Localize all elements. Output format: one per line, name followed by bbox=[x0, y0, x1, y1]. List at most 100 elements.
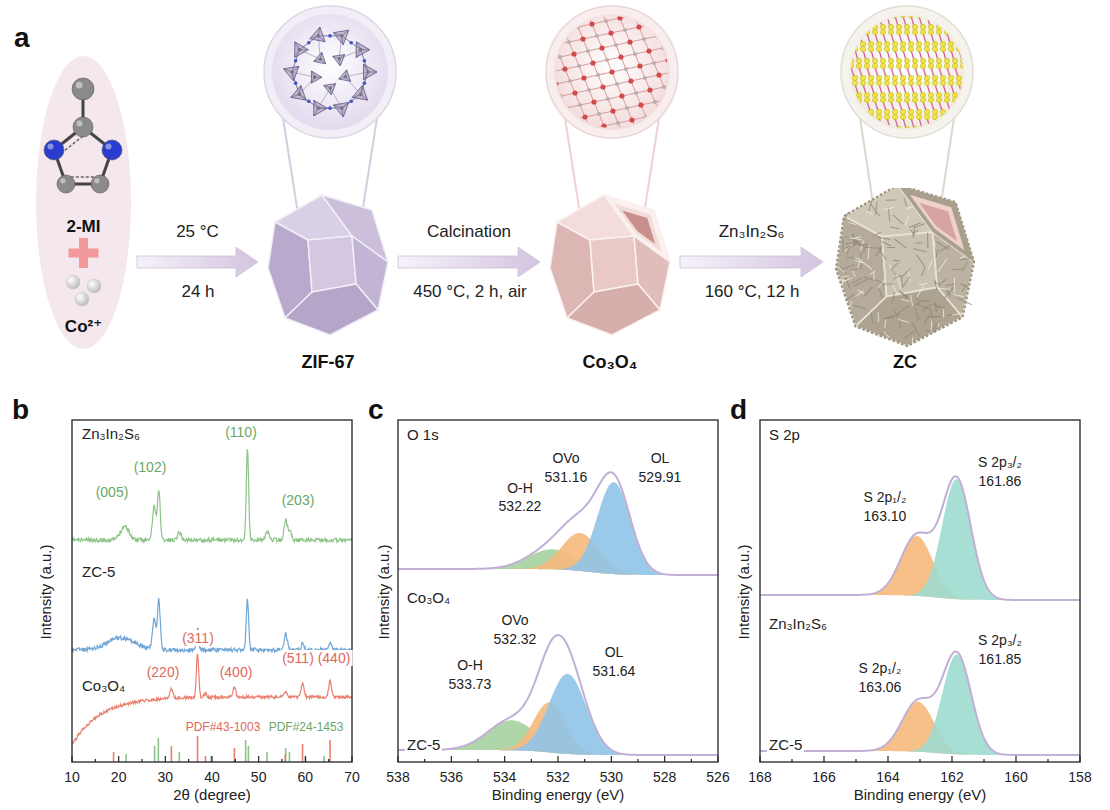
lattice-bond bbox=[615, 3, 629, 6]
sulfur-atom bbox=[952, 92, 957, 97]
cobalt-tetrahedron bbox=[324, 84, 336, 95]
lattice-bond bbox=[676, 3, 690, 6]
nanosheet-stroke bbox=[912, 323, 919, 337]
lattice-bond bbox=[573, 15, 578, 27]
polyhedron-face bbox=[567, 284, 660, 335]
sulfur-atom bbox=[952, 126, 957, 131]
lattice-bond bbox=[698, 129, 712, 132]
lattice-atom bbox=[549, 70, 553, 74]
lattice-bond bbox=[586, 153, 600, 156]
lattice-bond bbox=[503, 30, 508, 42]
axis-title: 2θ (degree) bbox=[171, 786, 253, 803]
sulfur-atom bbox=[956, 12, 961, 17]
lattice-atom bbox=[598, 6, 603, 11]
lattice-bond bbox=[667, 18, 681, 21]
lattice-bond bbox=[536, 33, 550, 36]
lattice-atom bbox=[617, 15, 622, 20]
core-level-label: O 1s bbox=[405, 426, 441, 443]
metal-sulfur-bond bbox=[967, 84, 970, 94]
sulfur-atom bbox=[984, 126, 989, 131]
lattice-atom bbox=[681, 94, 685, 98]
carbon-atom bbox=[297, 93, 301, 97]
lattice-bond bbox=[688, 108, 693, 120]
lattice-bond bbox=[679, 120, 693, 123]
lattice-atom bbox=[719, 112, 723, 116]
sulfur-atom bbox=[880, 24, 885, 29]
lattice-bond bbox=[629, 0, 643, 3]
xps-envelope bbox=[398, 635, 718, 755]
lattice-atom bbox=[626, 145, 630, 149]
lattice-atom bbox=[663, 124, 667, 128]
nanosheet-stroke bbox=[871, 313, 872, 323]
sulfur-atom bbox=[864, 97, 869, 102]
sulfur-atom bbox=[924, 75, 929, 80]
nanosheet-stroke bbox=[855, 257, 863, 260]
nanosheet-stroke bbox=[875, 280, 882, 283]
sulfur-atom bbox=[920, 92, 925, 97]
lattice-bond bbox=[643, 0, 648, 12]
lattice-atom bbox=[624, 67, 628, 71]
nanosheet-stroke bbox=[928, 260, 932, 269]
lattice-bond bbox=[716, 99, 730, 102]
nanosheet-stroke bbox=[890, 227, 899, 229]
sulfur-atom bbox=[892, 46, 897, 51]
sulfur-atom bbox=[884, 12, 889, 17]
bubble-fill bbox=[554, 14, 670, 130]
sulfur-atom bbox=[932, 114, 937, 119]
lattice-bond bbox=[681, 18, 686, 30]
lattice-atom bbox=[623, 28, 627, 32]
cutaway-rim bbox=[898, 188, 974, 262]
sulfur-atom bbox=[892, 75, 897, 80]
sulfur-atom bbox=[900, 80, 905, 85]
sulfur-atom bbox=[968, 63, 973, 68]
lattice-bond bbox=[562, 132, 576, 135]
lattice-atom bbox=[511, 52, 515, 56]
sulfur-atom bbox=[884, 41, 889, 46]
process-arrow bbox=[680, 247, 823, 277]
precursor-group-shape bbox=[35, 55, 132, 350]
sulfur-atom bbox=[932, 109, 937, 114]
lattice-bond bbox=[670, 138, 675, 150]
nanosheet-stroke bbox=[847, 246, 850, 254]
lattice-atom bbox=[607, 136, 611, 140]
fitted-peak bbox=[398, 482, 718, 575]
step-condition: 24 h bbox=[179, 282, 216, 302]
tick-label: 60 bbox=[296, 769, 316, 785]
sulfur-atom bbox=[968, 58, 973, 63]
lattice-bond bbox=[624, 0, 629, 3]
lattice-bond bbox=[712, 126, 726, 129]
axis-tick bbox=[258, 756, 259, 762]
sulfur-atom bbox=[832, 24, 837, 29]
polyhedron-face bbox=[285, 284, 378, 335]
sulfur-atom bbox=[936, 92, 941, 97]
sample-label: ZC-5 bbox=[767, 736, 804, 753]
sulfur-atom bbox=[848, 29, 853, 34]
lattice-atom bbox=[667, 135, 672, 140]
lattice-bond bbox=[552, 108, 566, 111]
sulfur-atom bbox=[836, 41, 841, 46]
nanosheet-stroke bbox=[873, 232, 881, 237]
peak-value: 163.10 bbox=[862, 508, 909, 524]
carbon-atom bbox=[359, 48, 363, 52]
axis-tick bbox=[211, 756, 212, 762]
sulfur-atom bbox=[928, 29, 933, 34]
lattice-atom bbox=[674, 42, 679, 47]
lattice-bond bbox=[540, 9, 545, 21]
lattice-bond bbox=[537, 75, 542, 87]
plus-symbol bbox=[79, 238, 88, 268]
nanosheet-stroke bbox=[915, 299, 929, 301]
nanosheet-stroke bbox=[887, 247, 895, 248]
lattice-atom bbox=[672, 109, 676, 113]
lattice-atom bbox=[627, 39, 632, 44]
fitted-peak bbox=[760, 479, 1080, 600]
process-arrow bbox=[398, 247, 540, 277]
lattice-bond bbox=[595, 141, 600, 153]
metal-sulfur-bond bbox=[859, 33, 862, 43]
sulfur-atom bbox=[908, 12, 913, 17]
lattice-bond bbox=[665, 123, 679, 126]
lattice-atom bbox=[553, 81, 558, 86]
reference-stick bbox=[248, 746, 250, 762]
leader-line bbox=[940, 118, 954, 210]
nanosheet-stroke bbox=[877, 313, 879, 322]
sulfur-atom bbox=[972, 41, 977, 46]
